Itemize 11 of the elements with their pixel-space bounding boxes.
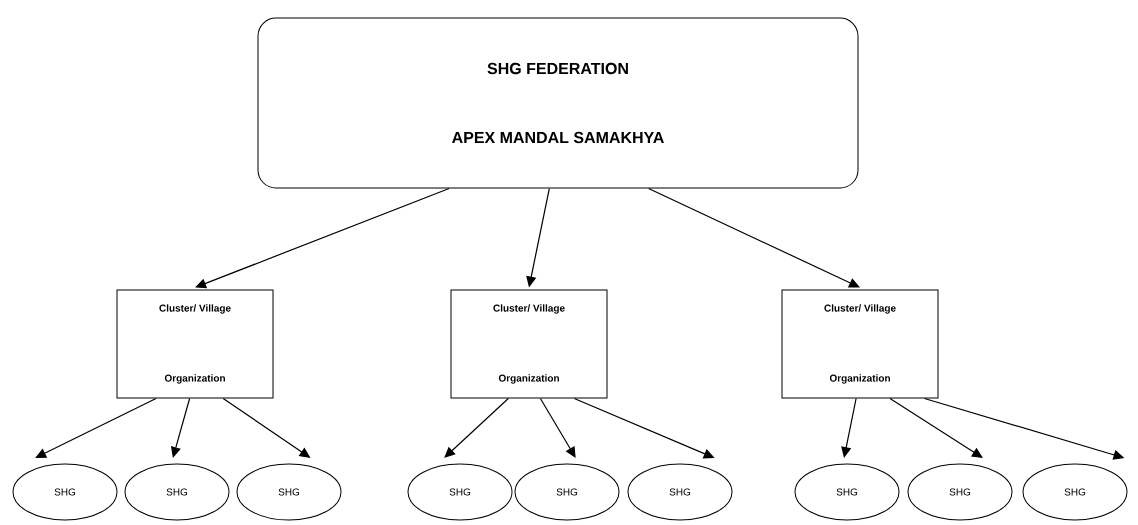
arrow [35,397,157,458]
organization-box: SHG FEDERATION APEX MANDAL SAMAKHYA [257,17,859,189]
arrow [841,397,857,458]
arrow [889,397,983,458]
organization-box: Cluster/ Village Organization [116,289,274,399]
organization-box: Cluster/ Village Organization [781,289,939,399]
arrow [539,397,576,458]
arrow [195,187,450,289]
arrow [444,397,509,458]
organization-box: Cluster/ Village Organization [450,289,608,399]
arrow [648,187,860,288]
